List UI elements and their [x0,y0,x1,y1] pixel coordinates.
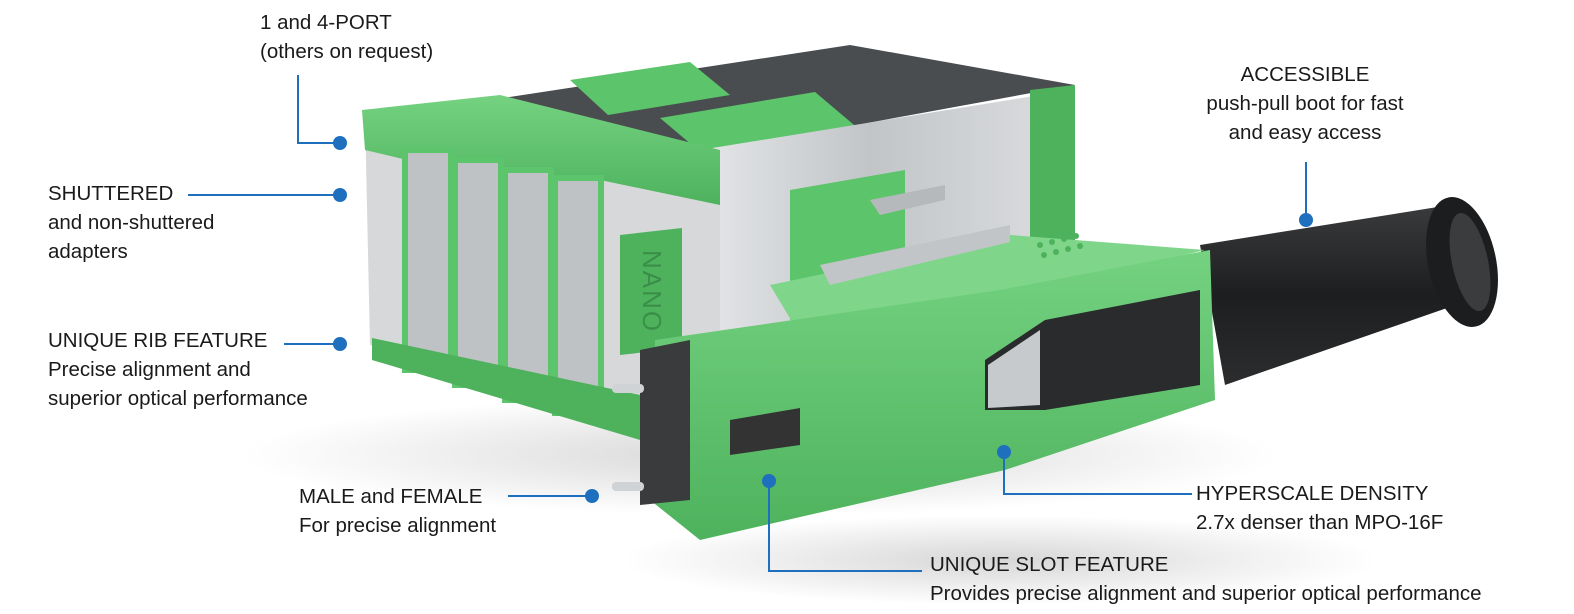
guide-pin [612,482,644,491]
callout-ports: 1 and 4-PORT (others on request) [260,8,433,66]
housing-label-plate [620,228,682,355]
grip-texture [1037,233,1083,258]
callout-slot: UNIQUE SLOT FEATURE Provides precise ali… [930,550,1482,608]
callout-shuttered-detail-1: and non-shuttered [48,211,215,234]
connector [612,197,1498,540]
leader-ports [297,75,340,144]
callout-rib-detail-1: Precise alignment and [48,358,251,381]
callout-male-female: MALE and FEMALE For precise alignment [299,482,496,540]
housing-port-slot [502,167,554,403]
callout-shuttered-detail-2: adapters [48,240,128,263]
housing-top-plate [660,92,860,156]
callout-hyperscale-title: HYPERSCALE DENSITY [1196,482,1429,505]
callout-shuttered: SHUTTERED and non-shuttered adapters [48,179,214,266]
dot-rib [333,337,347,351]
callout-hyperscale-detail: 2.7x denser than MPO-16F [1196,511,1444,534]
housing-bottom-lip [372,338,640,440]
callout-rib: UNIQUE RIB FEATURE Precise alignment and… [48,326,308,413]
push-pull-boot [1200,205,1470,385]
dot-hyperscale [997,445,1011,459]
leader-hyperscale [1003,452,1192,495]
ground-shadow [620,515,1380,605]
dot-shuttered [333,188,347,202]
housing-port-slot [402,147,454,373]
housing-port-slot [452,157,504,388]
callout-accessible-detail-1: push-pull boot for fast [1206,92,1404,115]
leader-lines [188,75,1307,572]
callout-accessible-title: ACCESSIBLE [1240,63,1370,86]
callout-hyperscale: HYPERSCALE DENSITY 2.7x denser than MPO-… [1196,479,1443,537]
dot-male-female [585,489,599,503]
leader-dots [333,136,1313,503]
dot-ports [333,136,347,150]
callout-accessible: ACCESSIBLE push-pull boot for fast and e… [1190,60,1420,147]
connector-latch [820,225,1010,285]
callout-ports-detail: (others on request) [260,40,434,63]
housing-marking: NANO [637,250,667,333]
housing-top-plate [570,62,730,115]
callout-rib-detail-2: superior optical performance [48,387,308,410]
dot-slot [762,474,776,488]
housing-latch-spring [870,185,945,215]
connector-ferrule [640,340,690,505]
leader-slot [768,481,922,572]
connector-side-window-metal [988,330,1040,408]
connector-slot [730,408,800,455]
housing-port-slot [552,175,604,416]
dot-accessible [1299,213,1313,227]
boot-end-rim [1449,212,1491,312]
callout-male-female-detail: For precise alignment [299,514,497,537]
callout-slot-detail: Provides precise alignment and superior … [930,582,1482,605]
callout-slot-title: UNIQUE SLOT FEATURE [930,553,1169,576]
callout-ports-title: 1 and 4-PORT [260,11,392,34]
callout-rib-title: UNIQUE RIB FEATURE [48,329,268,352]
guide-pin [612,384,644,393]
callout-shuttered-title: SHUTTERED [48,182,174,205]
callout-accessible-detail-2: and easy access [1228,121,1382,144]
callout-male-female-title: MALE and FEMALE [299,485,483,508]
housing-front-lip [362,95,720,205]
